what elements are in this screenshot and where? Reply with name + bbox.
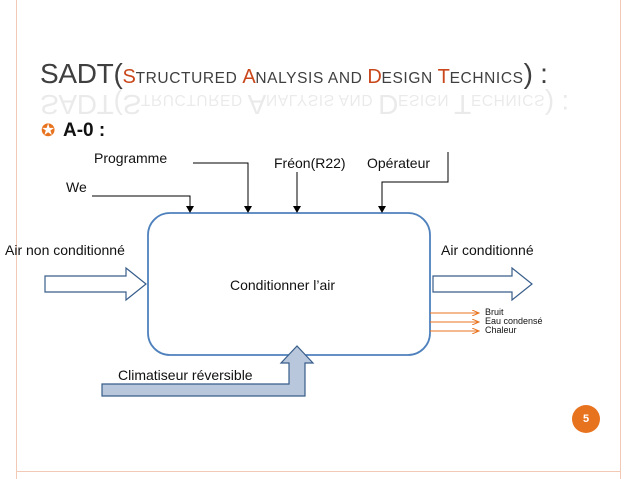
output-label: Air conditionné — [441, 242, 534, 258]
secondary-output-label-3: Chaleur — [485, 325, 517, 335]
control-label-we: We — [66, 179, 87, 195]
bullet-icon: ✪ — [41, 121, 56, 140]
mechanism-label: Climatiseur réversible — [118, 367, 253, 383]
mechanism-arrow — [101, 345, 315, 397]
slide-title: SADT(STRUCTURED ANALYSIS AND DESIGN TECH… — [40, 58, 548, 89]
activity-label: Conditionner l’air — [230, 277, 336, 293]
control-label-programme: Programme — [94, 150, 168, 166]
control-arrow-operateur — [378, 152, 449, 213]
page-number-badge: 5 — [572, 405, 600, 433]
control-arrow-programme — [193, 162, 252, 213]
control-label-operateur: Opérateur — [367, 155, 431, 171]
secondary-output-label-2: Eau condensé — [485, 316, 543, 326]
slide-frame-right — [620, 0, 621, 479]
slide-frame-left — [16, 0, 17, 479]
bullet-text: A-0 : — [63, 120, 106, 141]
control-label-freon: Fréon(R22) — [274, 155, 346, 171]
input-arrow — [44, 266, 147, 302]
output-arrow — [432, 266, 533, 302]
input-label: Air non conditionné — [5, 242, 125, 258]
control-arrow-we — [92, 195, 194, 213]
slide-frame-bottom — [16, 471, 621, 472]
secondary-output-label-1: Bruit — [485, 307, 504, 317]
